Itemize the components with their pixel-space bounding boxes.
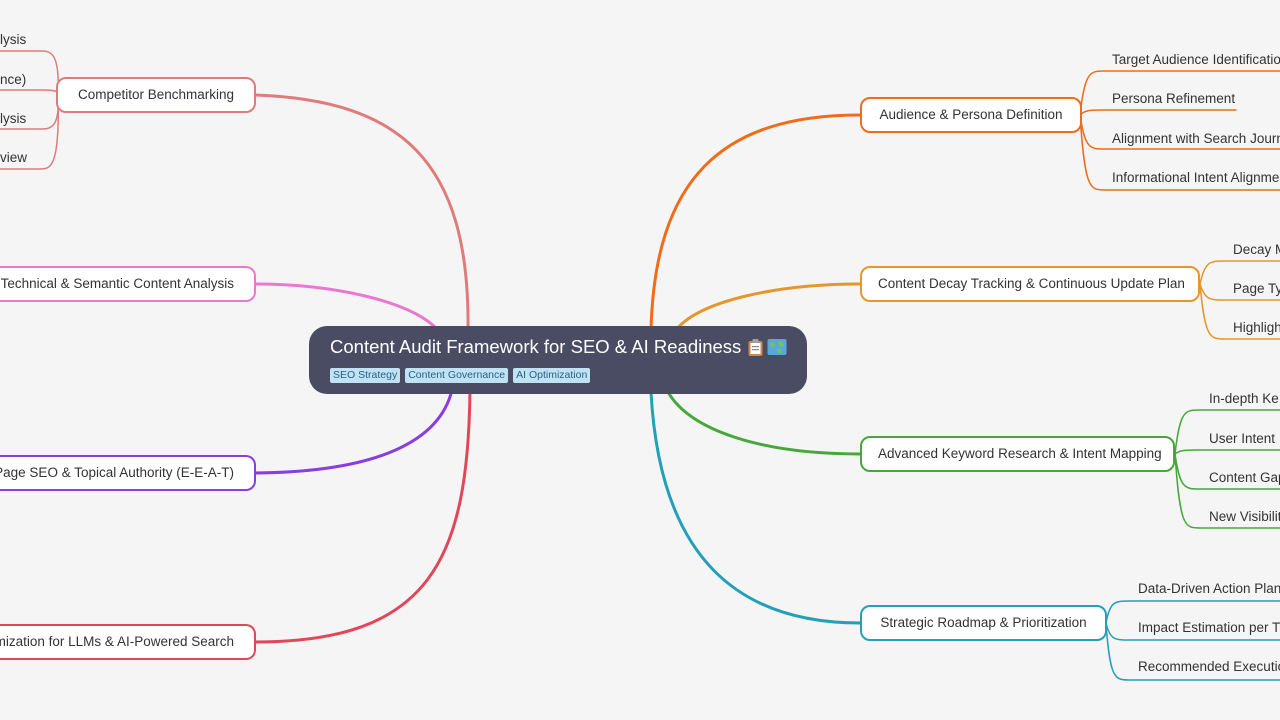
link-roadmap	[649, 390, 862, 625]
link-keyword-leaf-1	[1174, 409, 1280, 455]
branch-llm-optimization[interactable]: mization for LLMs & AI-Powered Search	[0, 624, 256, 660]
leaf-decay-3[interactable]: Highligh	[1233, 320, 1280, 335]
link-audience-leaf-1	[1079, 70, 1280, 116]
branch-audience-persona[interactable]: Audience & Persona Definition	[860, 97, 1082, 133]
link-roadmap-leaf-3	[1105, 622, 1280, 681]
clipboard-icon	[748, 338, 763, 356]
leaf-keyword-3[interactable]: Content Gap	[1209, 470, 1280, 485]
leaf-keyword-4[interactable]: New Visibilit	[1209, 509, 1280, 524]
leaf-decay-1[interactable]: Decay M	[1233, 242, 1280, 257]
leaf-audience-4[interactable]: Informational Intent Alignme	[1112, 170, 1280, 185]
link-roadmap-leaf-2	[1105, 622, 1280, 641]
link-audience	[649, 113, 862, 332]
link-keyword-leaf-2	[1174, 449, 1280, 455]
link-keyword-leaf-3	[1174, 453, 1280, 490]
tag-seo-strategy[interactable]: SEO Strategy	[330, 368, 401, 383]
world-map-icon	[767, 339, 787, 355]
link-decay-leaf-1	[1199, 260, 1280, 285]
link-keyword-leaf-4	[1174, 453, 1280, 529]
link-audience-leaf-4	[1079, 114, 1280, 191]
link-decay	[674, 282, 862, 332]
root-topic[interactable]: Content Audit Framework for SEO & AI Rea…	[309, 326, 807, 394]
link-decay-leaf-2	[1199, 283, 1280, 301]
link-decay-leaf-3	[1199, 283, 1280, 340]
link-offpage	[253, 388, 454, 475]
root-title: Content Audit Framework for SEO & AI Rea…	[330, 336, 742, 357]
branch-competitor-benchmarking[interactable]: Competitor Benchmarking	[56, 77, 256, 113]
link-competitor	[253, 93, 470, 332]
leaf-competitor-2[interactable]: nce)	[0, 72, 27, 87]
leaf-competitor-3[interactable]: lysis	[0, 111, 27, 126]
leaf-audience-2[interactable]: Persona Refinement	[1112, 91, 1236, 106]
link-audience-leaf-2	[1079, 109, 1237, 116]
leaf-competitor-1[interactable]: lysis	[0, 32, 27, 47]
link-keyword	[666, 390, 862, 456]
leaf-competitor-4[interactable]: view	[0, 150, 28, 165]
link-competitor-leaf-4	[0, 94, 60, 170]
branch-off-page-seo[interactable]: f-Page SEO & Topical Authority (E-E-A-T)	[0, 455, 256, 491]
branch-keyword-research[interactable]: Advanced Keyword Research & Intent Mappi…	[860, 436, 1175, 472]
branch-content-decay[interactable]: Content Decay Tracking & Continuous Upda…	[860, 266, 1200, 302]
tag-ai-optimization[interactable]: AI Optimization	[513, 368, 591, 383]
leaf-decay-2[interactable]: Page Ty	[1233, 281, 1280, 296]
leaf-roadmap-2[interactable]: Impact Estimation per T	[1138, 620, 1280, 635]
leaf-roadmap-3[interactable]: Recommended Executio	[1138, 659, 1280, 674]
leaf-keyword-2[interactable]: User Intent I	[1209, 431, 1280, 446]
link-llm	[253, 388, 472, 644]
leaf-roadmap-1[interactable]: Data-Driven Action Plan	[1138, 581, 1280, 596]
tag-content-governance[interactable]: Content Governance	[405, 368, 509, 383]
branch-technical-semantic-analysis[interactable]: Technical & Semantic Content Analysis	[0, 266, 256, 302]
leaf-audience-3[interactable]: Alignment with Search Journ	[1112, 131, 1280, 146]
link-technical	[253, 282, 440, 332]
link-roadmap-leaf-1	[1105, 600, 1280, 624]
leaf-audience-1[interactable]: Target Audience Identificatio	[1112, 52, 1280, 67]
leaf-keyword-1[interactable]: In-depth Ke	[1209, 391, 1279, 406]
branch-strategic-roadmap[interactable]: Strategic Roadmap & Prioritization	[860, 605, 1107, 641]
